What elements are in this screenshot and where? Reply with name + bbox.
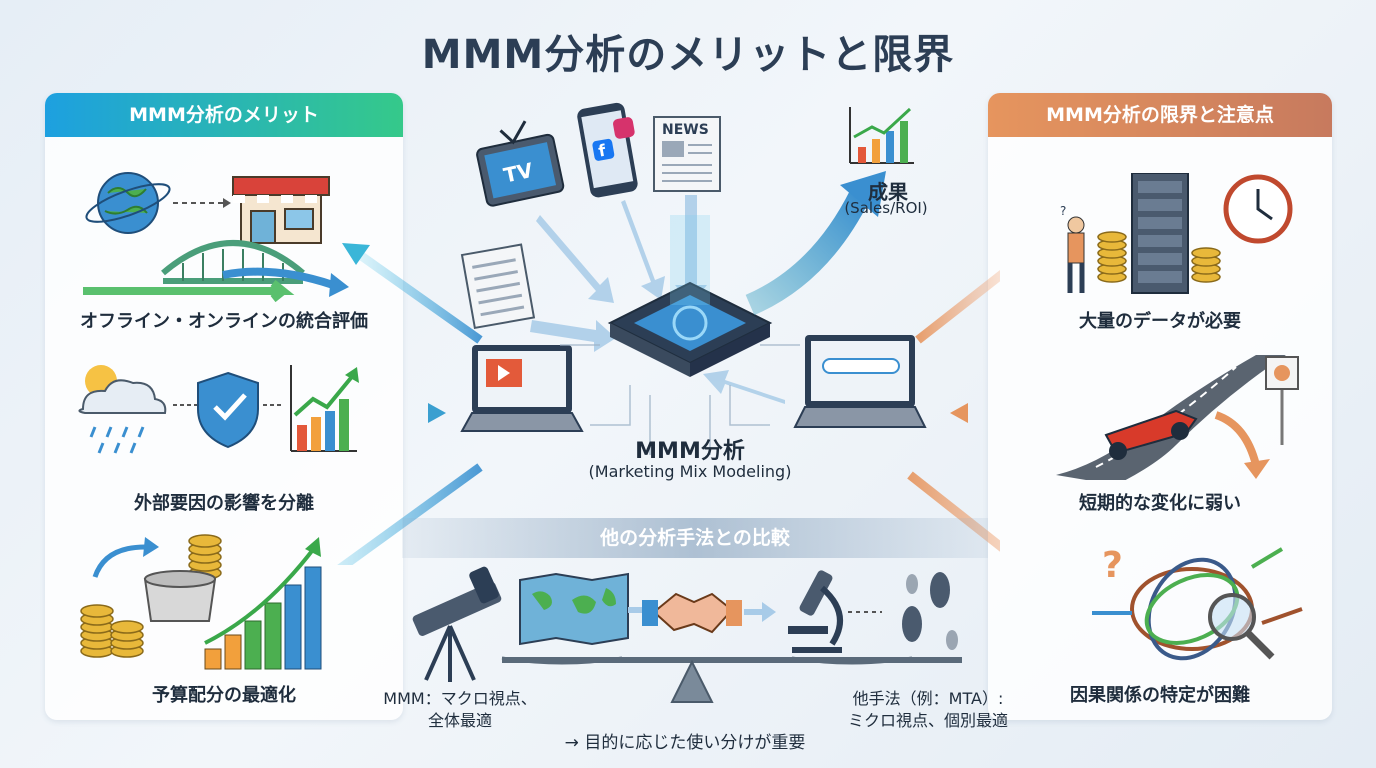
coins-icon	[1097, 231, 1221, 283]
weather-icon	[78, 365, 167, 454]
race-car-icon	[1104, 409, 1198, 460]
clock-icon	[1223, 174, 1293, 244]
mmm-compare-text: MMM：マクロ視点、 全体最適	[360, 688, 560, 732]
mmm-compare-line1: MMM：マクロ視点、	[383, 689, 537, 708]
arrow-to-merit-3	[337, 463, 483, 565]
page-title: MMM分析のメリットと限界	[421, 32, 955, 78]
telescope-icon	[412, 566, 502, 682]
arrow-to-limit-1	[915, 269, 1000, 344]
outcome-subtitle: (Sales/ROI)	[844, 199, 928, 217]
causality-illustration: ?	[1092, 545, 1303, 661]
merits-panel: MMM分析のメリット オフライン・オンラインの統合評価	[45, 93, 403, 720]
question-mark-icon: ?	[1102, 545, 1123, 586]
handshake-icon	[642, 592, 742, 634]
arrow-to-merit-1	[357, 251, 483, 344]
store-icon	[232, 176, 330, 244]
outcome-chart-icon	[849, 107, 914, 164]
limits-panel: MMM分析の限界と注意点 ? 大量のデータが必要	[988, 93, 1332, 720]
center-diagram: TV f NEWS	[337, 102, 1000, 565]
shield-icon	[197, 371, 259, 449]
limits-header: MMM分析の限界と注意点	[988, 93, 1332, 137]
laptop-video-icon	[460, 345, 584, 432]
magnifier-icon	[1208, 593, 1275, 660]
comparison-conclusion: → 目的に応じた使い分けが重要	[564, 733, 806, 753]
magazine-icon	[460, 243, 536, 330]
mmm-compare-line2: 全体最適	[427, 711, 492, 730]
coins-icon	[80, 534, 222, 658]
limit-item-label-3: 因果関係の特定が困難	[1070, 685, 1250, 706]
person-icon: ?	[1060, 204, 1085, 293]
model-name: MMM分析	[635, 439, 745, 464]
model-full-name: (Marketing Mix Modeling)	[588, 462, 792, 481]
processor-chip-icon	[607, 215, 773, 377]
outcome-title: 成果	[868, 180, 908, 204]
other-compare-line2: ミクロ視点、個別最適	[847, 711, 1008, 730]
bar-growth-icon	[204, 537, 322, 670]
bridge-icon	[161, 240, 305, 284]
other-compare-text: 他手法（例：MTA）: ミクロ視点、個別最適	[818, 688, 1038, 732]
pot-icon	[143, 570, 217, 622]
smartphone-icon: f	[577, 102, 638, 198]
short-term-illustration	[1056, 355, 1299, 480]
globe-icon	[85, 172, 171, 234]
merit-item-label-3: 予算配分の最適化	[152, 685, 296, 706]
merit-item-label-2: 外部要因の影響を分離	[134, 493, 314, 514]
tv-icon: TV	[476, 120, 565, 207]
newspaper-icon: NEWS	[653, 116, 721, 192]
map-icon	[519, 572, 629, 646]
external-factors-illustration	[78, 365, 359, 454]
other-compare-line1: 他手法（例：MTA）:	[852, 689, 1004, 708]
online-offline-illustration	[83, 172, 349, 303]
tangle-icon	[1092, 547, 1303, 661]
merit-item-label-1: オフライン・オンラインの統合評価	[80, 311, 368, 332]
merits-header: MMM分析のメリット	[45, 93, 403, 137]
server-icon	[1131, 173, 1189, 294]
data-volume-illustration: ?	[1060, 173, 1293, 294]
comparison-illustration	[412, 566, 962, 703]
svg-text:f: f	[597, 140, 608, 160]
svg-text:NEWS: NEWS	[662, 122, 709, 138]
comparison-banner: 他の分析手法との比較	[402, 518, 988, 558]
budget-illustration	[80, 534, 322, 670]
laptop-search-icon	[793, 335, 927, 428]
microscope-icon	[788, 570, 843, 653]
limit-item-label-2: 短期的な変化に弱い	[1079, 493, 1241, 514]
balance-scale-icon	[501, 656, 962, 703]
footprints-icon	[902, 572, 958, 650]
limit-item-label-1: 大量のデータが必要	[1079, 311, 1241, 332]
road-sign-icon	[1265, 356, 1299, 445]
growth-chart-icon	[290, 365, 359, 452]
outcome-arrow	[745, 190, 870, 316]
svg-text:?: ?	[1060, 204, 1066, 218]
